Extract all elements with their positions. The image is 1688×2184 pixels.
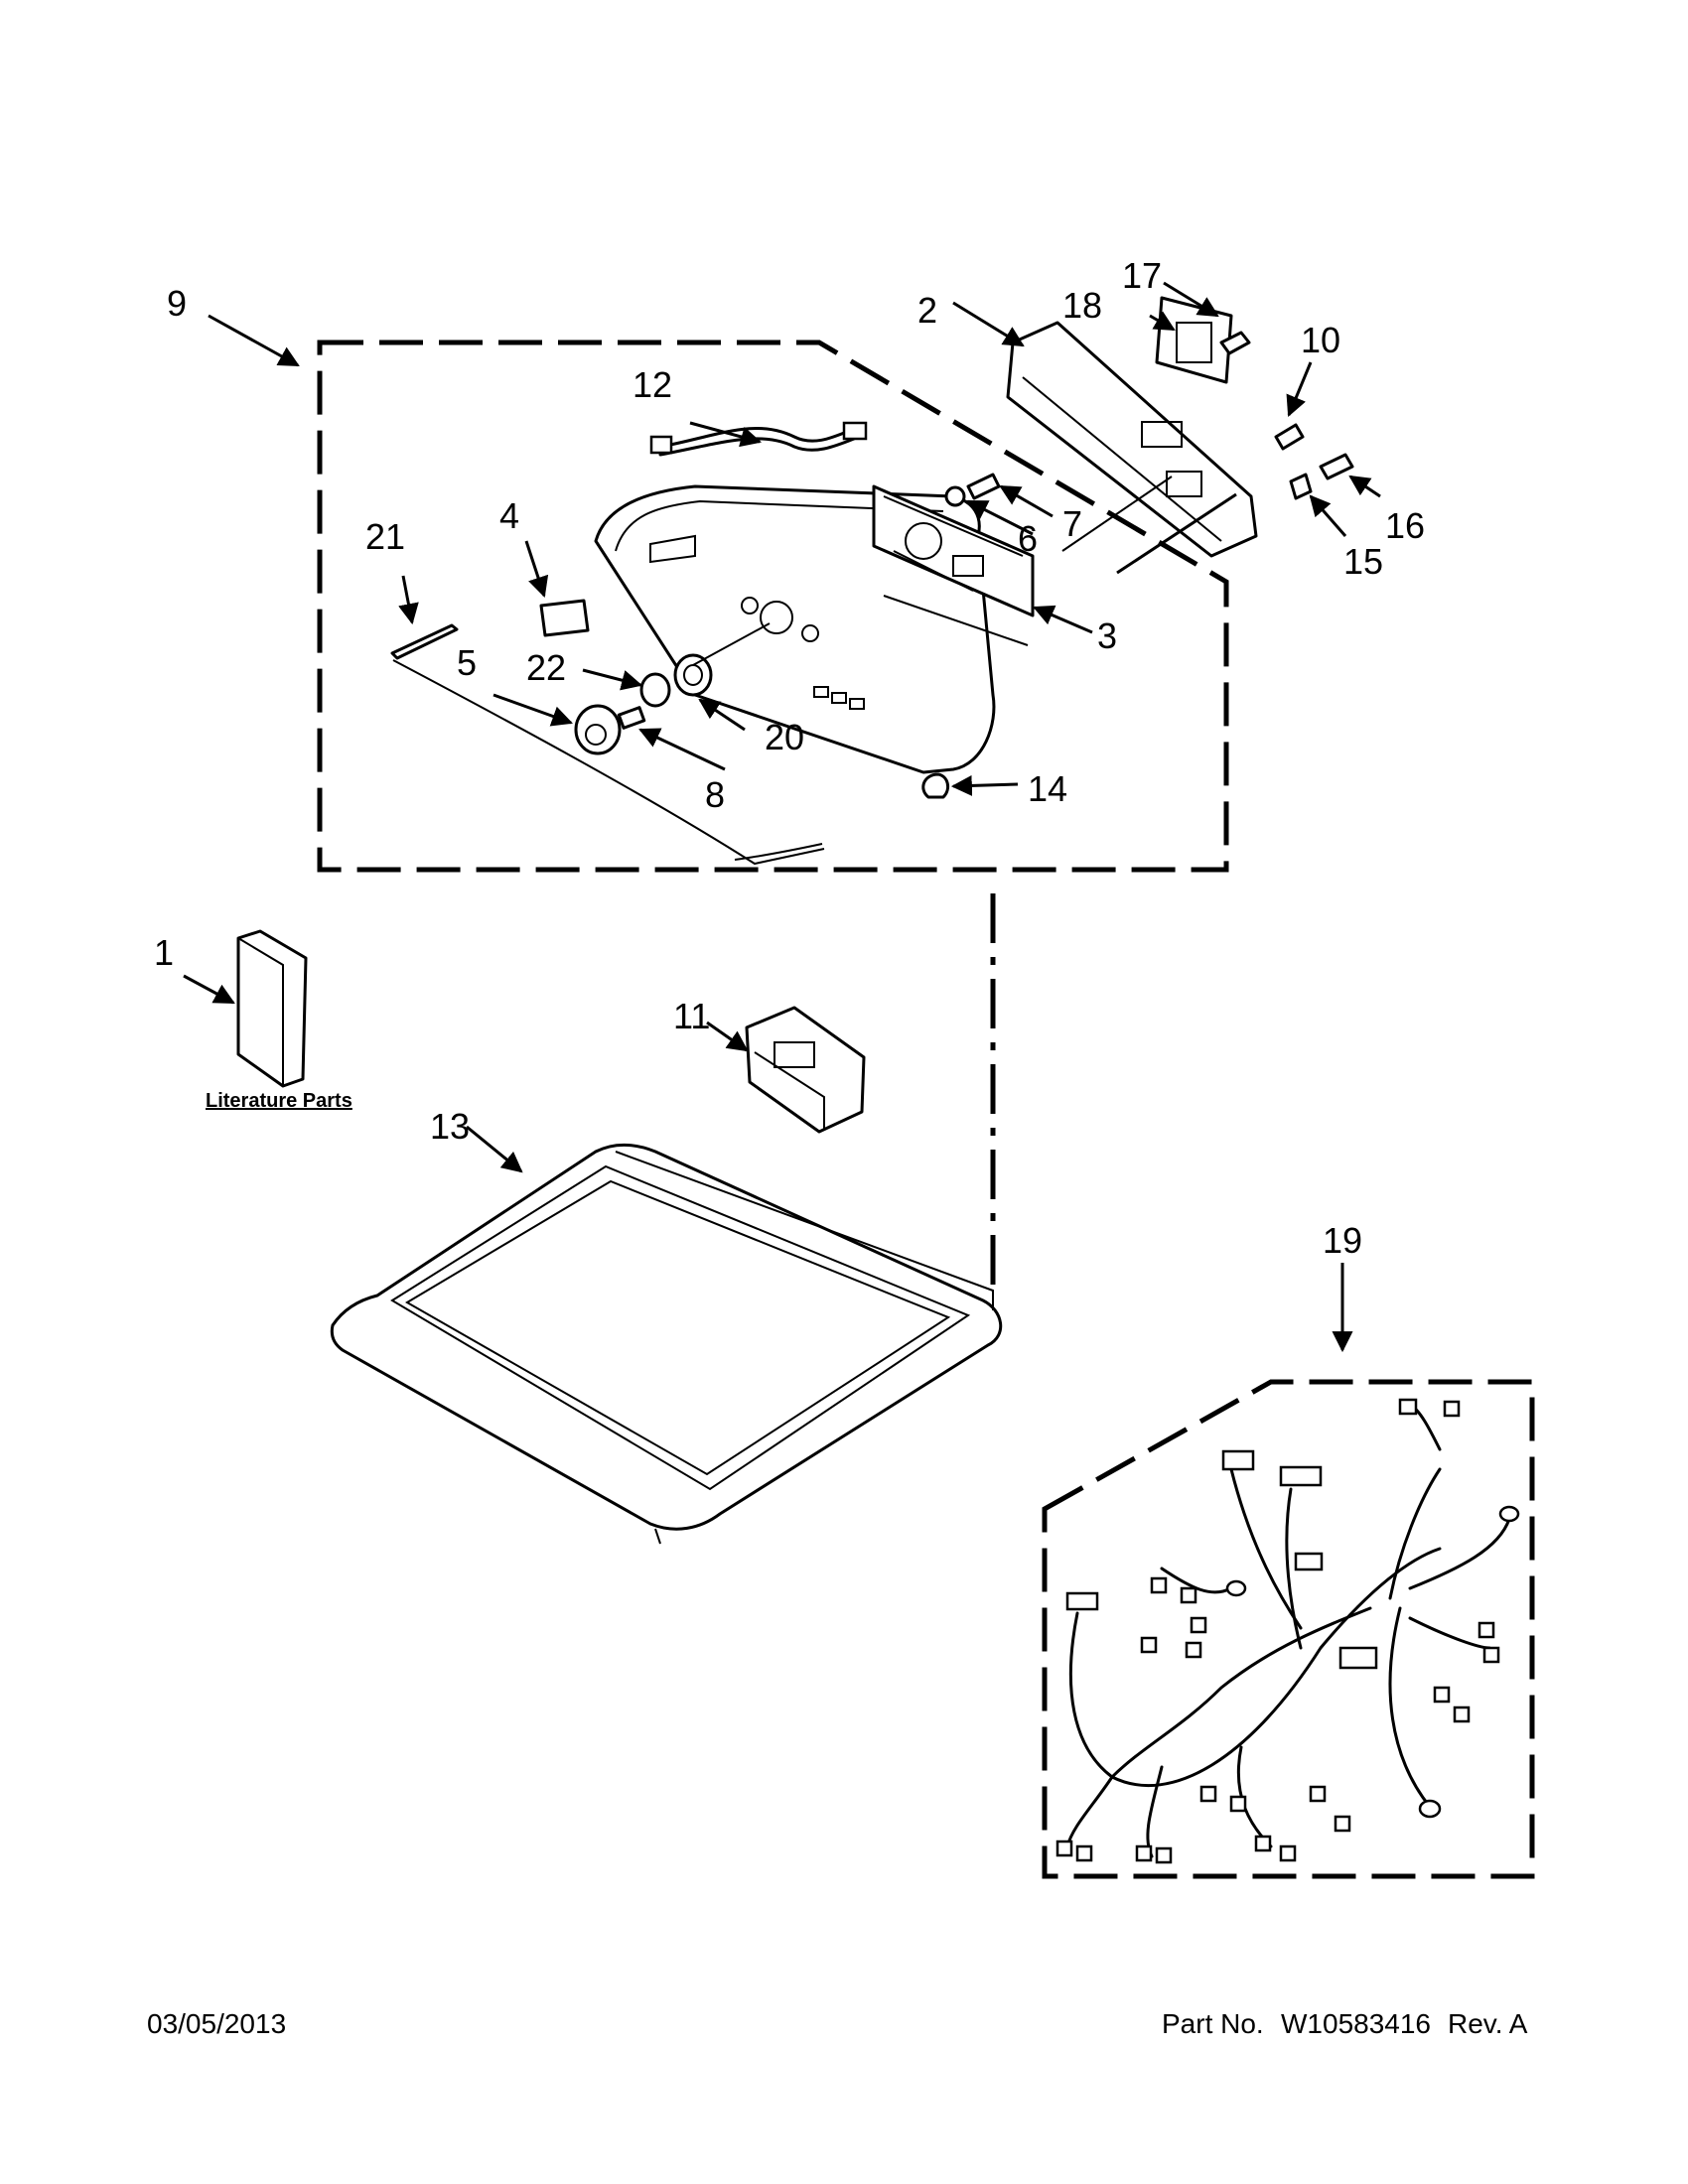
footer: 03/05/2013 Part No. W10583416 Rev. A — [147, 2008, 1528, 2039]
part-top-cover — [330, 1143, 1003, 1545]
part-screw-10 — [1274, 423, 1305, 451]
part-clip-14 — [921, 772, 950, 799]
callout-20: 20 — [765, 717, 804, 757]
callout-15: 15 — [1343, 541, 1383, 582]
callout-12: 12 — [633, 364, 672, 405]
console-assembly-boundary — [317, 340, 1229, 873]
part-screw-17 — [1219, 331, 1251, 355]
callout-14: 14 — [1028, 768, 1067, 809]
footer-date: 03/05/2013 — [147, 2008, 286, 2039]
part-badge — [539, 599, 590, 637]
footer-part-number: W10583416 — [1281, 2008, 1431, 2039]
part-electronic-module — [745, 1006, 866, 1134]
callout-17: 17 — [1122, 255, 1162, 296]
callout-21: 21 — [365, 516, 405, 557]
part-screw-16 — [1319, 453, 1354, 480]
footer-part-label: Part No. — [1162, 2008, 1264, 2039]
callout-11: 11 — [673, 996, 710, 1036]
callout-16: 16 — [1385, 505, 1425, 546]
part-wire-harness-small — [649, 421, 868, 457]
part-clip-15 — [1289, 473, 1313, 500]
callout-22: 22 — [526, 647, 566, 688]
callout-3: 3 — [1097, 615, 1117, 656]
callout-13: 13 — [430, 1106, 470, 1147]
callout-6: 6 — [1018, 518, 1038, 559]
callout-7: 7 — [1062, 503, 1082, 544]
callout-2: 2 — [917, 290, 937, 331]
callout-18: 18 — [1062, 285, 1102, 326]
leader-lines — [183, 281, 1381, 1353]
callout-labels: 1 2 3 4 5 6 7 8 9 10 11 12 13 14 15 16 1… — [154, 255, 1425, 1261]
literature-parts-label: Literature Parts — [206, 1090, 352, 1112]
part-literature — [236, 929, 308, 1088]
callout-5: 5 — [457, 642, 477, 683]
callout-1: 1 — [154, 932, 174, 973]
part-bracket — [1155, 296, 1233, 384]
part-nut-6 — [944, 485, 966, 507]
callout-8: 8 — [705, 774, 725, 815]
part-main-wire-harness-boundary — [1042, 1379, 1535, 1879]
part-screw-7 — [966, 473, 1001, 500]
callout-4: 4 — [499, 495, 519, 536]
part-trim-strip — [390, 623, 825, 866]
callout-19: 19 — [1323, 1220, 1362, 1261]
callout-10: 10 — [1301, 320, 1340, 360]
footer-revision: Rev. A — [1448, 2008, 1528, 2039]
part-console-back-panel — [1006, 321, 1258, 558]
part-main-wire-harness — [1055, 1398, 1520, 1864]
callout-9: 9 — [167, 283, 187, 324]
part-control-board — [872, 484, 1035, 646]
